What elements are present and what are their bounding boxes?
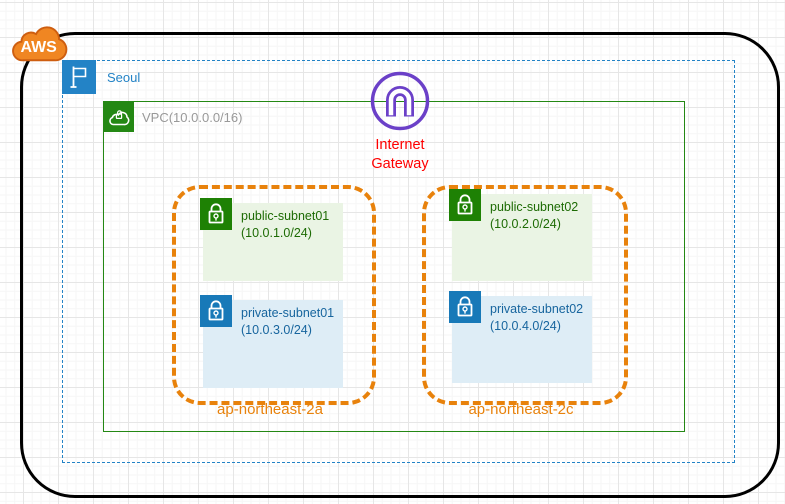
subnet-name: private-subnet02: [490, 302, 584, 316]
subnet-name: private-subnet01: [241, 306, 335, 320]
aws-cloud-icon: AWS: [12, 26, 68, 62]
aws-cloud-label: AWS: [20, 39, 57, 56]
subnet-cidr: (10.0.4.0/24): [490, 319, 561, 333]
subnet-cidr: (10.0.3.0/24): [241, 323, 312, 337]
region-seoul-box: Seoul: [61, 59, 735, 463]
vpc-icon: [102, 100, 134, 132]
region-flag-icon: [61, 59, 96, 94]
public-subnet-lock-icon: [200, 198, 232, 230]
private-subnet02-box: private-subnet02 (10.0.4.0/24): [449, 291, 592, 383]
internet-gateway-label: Internet Gateway: [371, 137, 429, 172]
subnet-name: public-subnet01: [241, 209, 330, 223]
internet-gateway-icon: [368, 69, 432, 133]
availability-zone-2c-box: [422, 185, 628, 405]
private-subnet-lock-icon: [449, 291, 481, 323]
public-subnet-lock-icon: [449, 189, 481, 221]
region-label: Seoul: [107, 70, 141, 85]
private-subnet01-box: private-subnet01 (10.0.3.0/24): [200, 295, 343, 388]
subnet-cidr: (10.0.2.0/24): [490, 217, 561, 231]
availability-zone-2a-box: [172, 185, 376, 405]
aws-cloud-logo: AWS: [6, 20, 70, 66]
availability-zone-2c-label: ap-northeast-2c: [468, 401, 574, 418]
subnet-name: public-subnet02: [490, 200, 579, 214]
public-subnet01-box: public-subnet01 (10.0.1.0/24): [200, 198, 343, 281]
vpc-label: VPC(10.0.0.0/16): [142, 110, 243, 125]
private-subnet-lock-icon: [200, 295, 232, 327]
availability-zone-2a-label: ap-northeast-2a: [217, 401, 323, 418]
subnet-cidr: (10.0.1.0/24): [241, 226, 312, 240]
public-subnet02-box: public-subnet02 (10.0.2.0/24): [449, 189, 592, 281]
aws-cloud-boundary: [20, 32, 780, 498]
